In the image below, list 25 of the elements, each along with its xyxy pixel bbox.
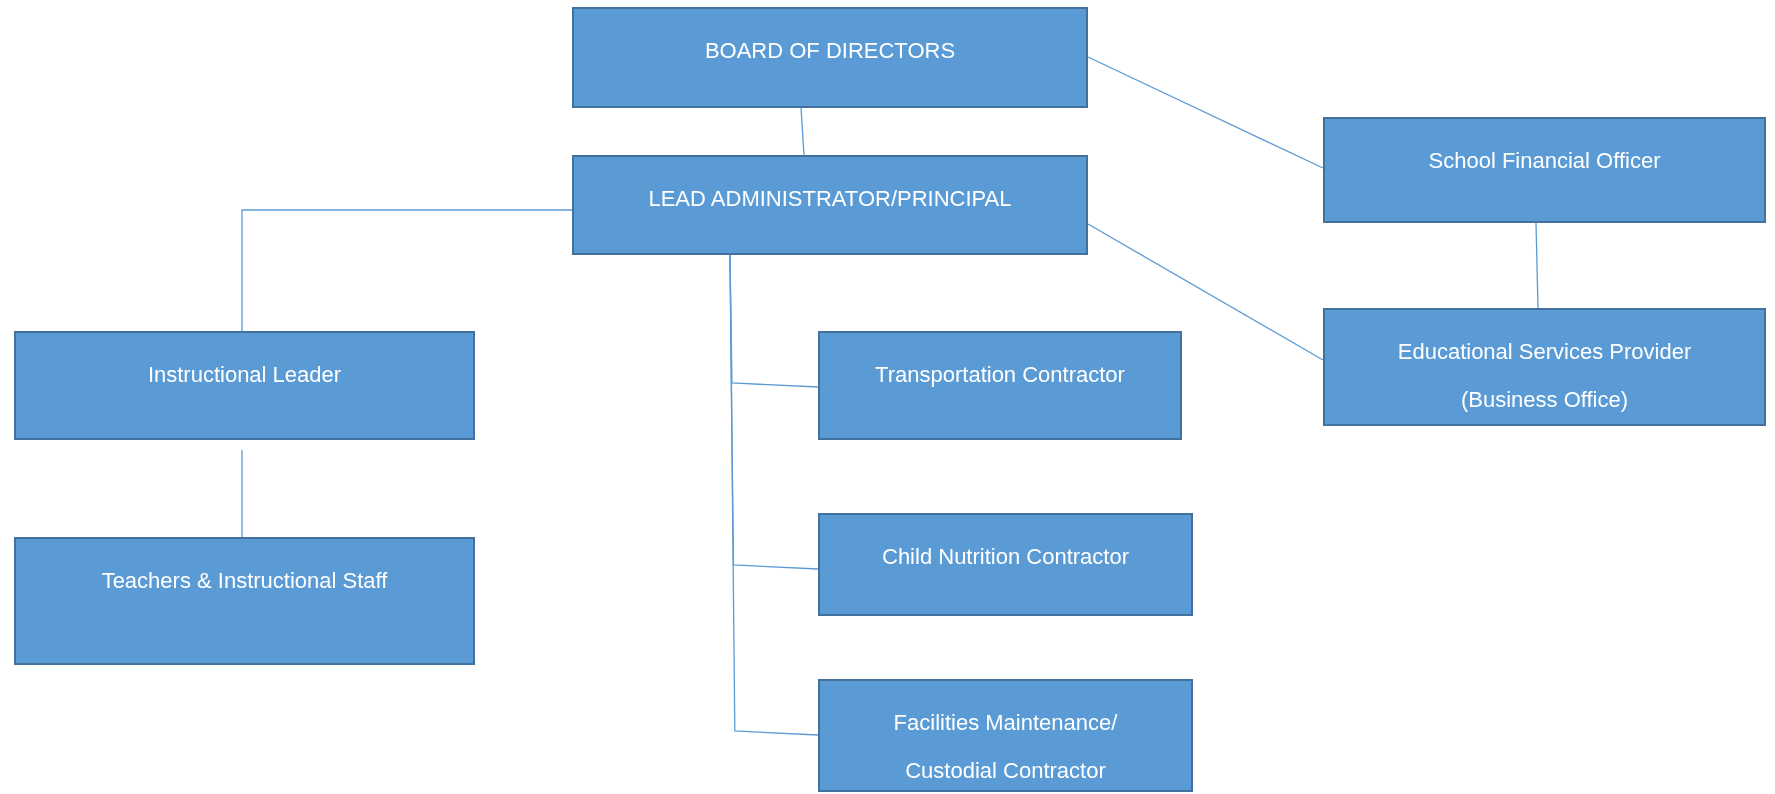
box-label: Transportation Contractor (875, 361, 1125, 389)
org-box (14, 537, 475, 665)
org-box (572, 155, 1088, 255)
box-label: Teachers & Instructional Staff (101, 567, 388, 595)
box-label: Facilities Maintenance/ Custodial Contractor (892, 709, 1119, 785)
org-box (14, 331, 475, 440)
connector-line (241, 449, 243, 538)
connector-line (1535, 222, 1539, 309)
box-label: Instructional Leader (147, 361, 342, 389)
org-box (818, 513, 1193, 616)
connector-line (729, 254, 819, 736)
box-label: BOARD OF DIRECTORS (704, 37, 956, 65)
connector-line (800, 107, 805, 156)
org-box (818, 679, 1193, 792)
org-box (572, 7, 1088, 108)
org-box (1323, 117, 1766, 223)
box-label: Child Nutrition Contractor (882, 543, 1129, 571)
box-label: Educational Services Provider (Business Office) (1396, 338, 1693, 414)
connector-line (1087, 223, 1324, 361)
box-label: LEAD ADMINISTRATOR/PRINCIPAL (648, 185, 1012, 213)
connector-line (241, 209, 573, 332)
box-label: School Financial Officer (1428, 147, 1661, 175)
org-box (818, 331, 1182, 440)
connector-line (1087, 56, 1324, 169)
org-box (1323, 308, 1766, 426)
